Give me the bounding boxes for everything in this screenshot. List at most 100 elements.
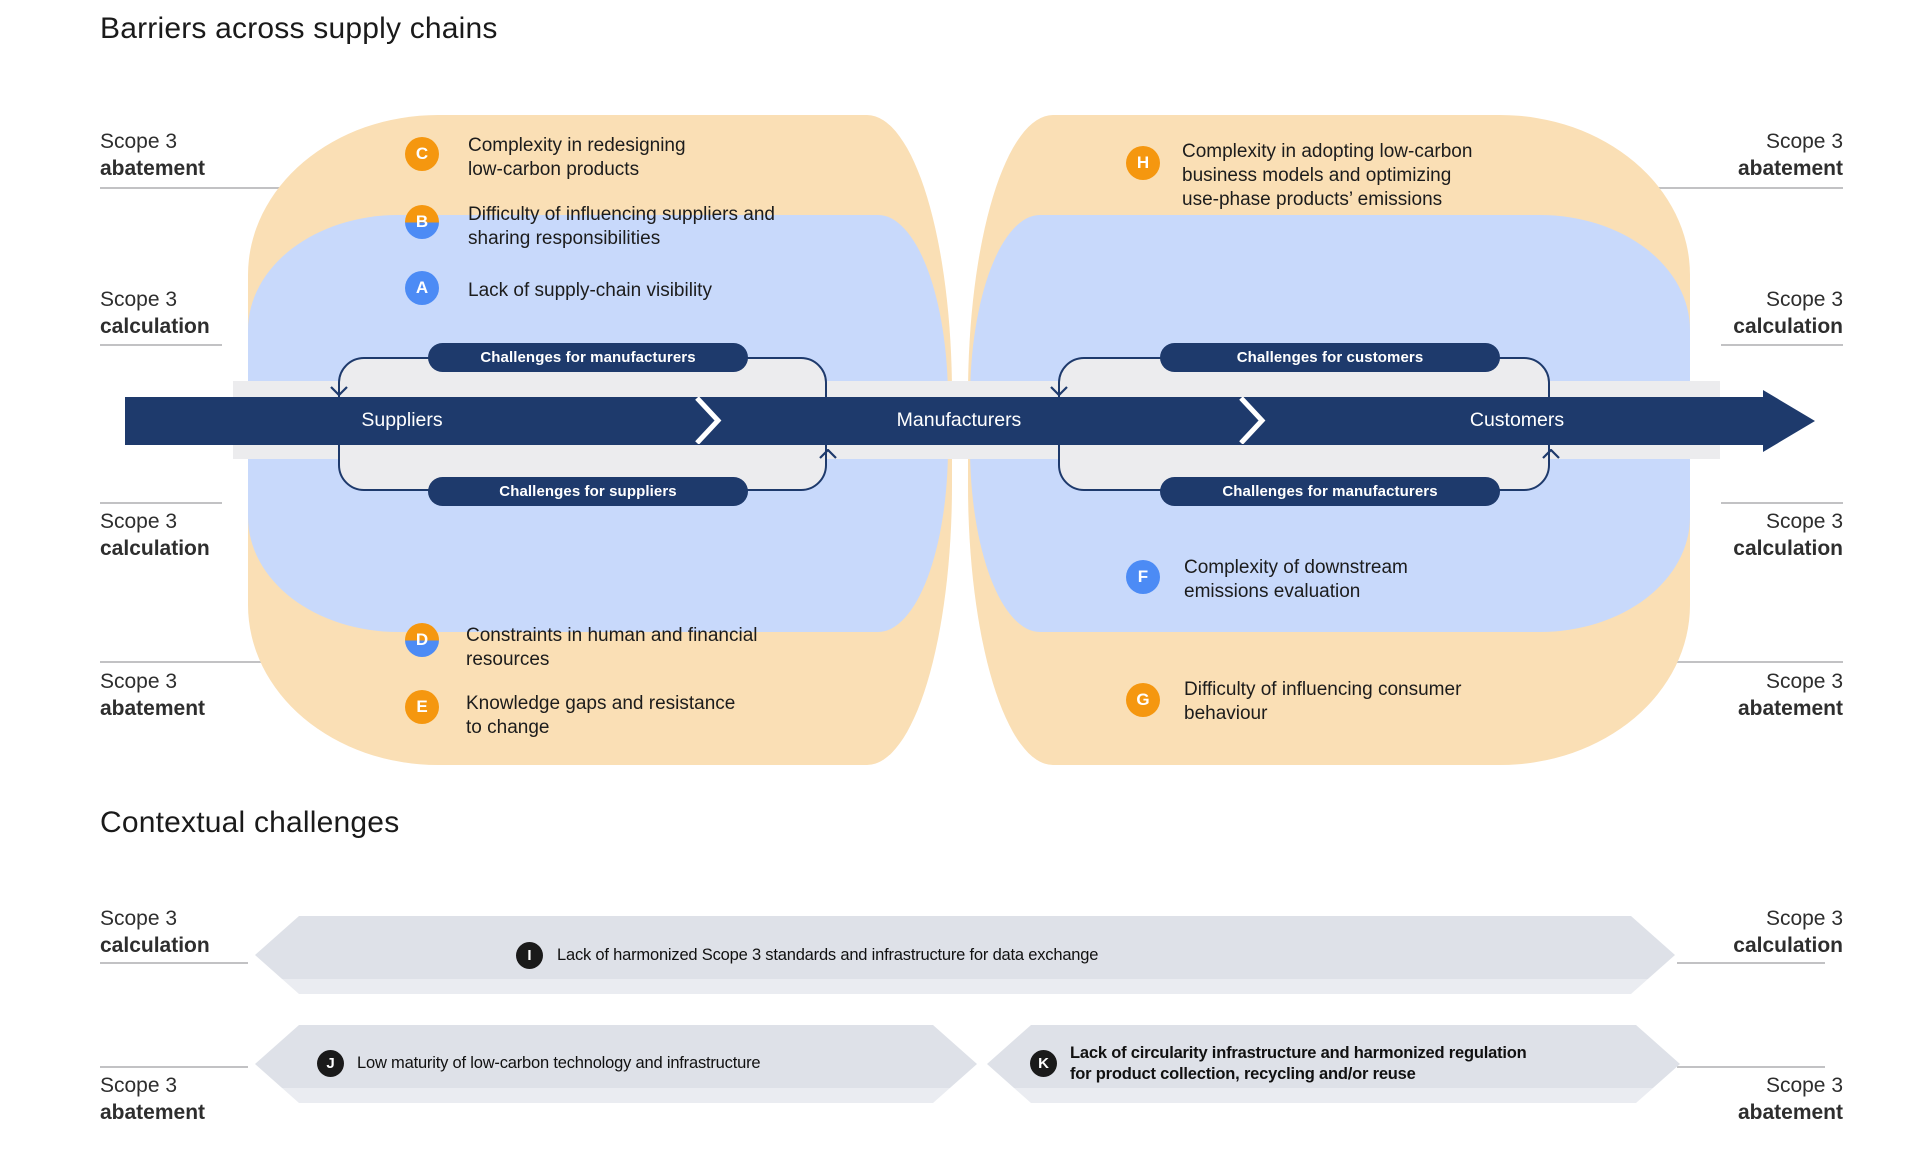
contextual-band-K — [987, 1025, 1680, 1103]
scope-line1: Scope 3 — [100, 288, 178, 311]
scope-rule — [100, 502, 222, 504]
chevron-separator-icon — [1239, 397, 1266, 444]
barrier-text-B: Difficulty of influencing suppliers and … — [468, 204, 775, 249]
barrier-text-H: Complexity in adopting low-carbon busine… — [1182, 141, 1473, 210]
scope-line1: Scope 3 — [100, 670, 178, 693]
barrier-text-F: Complexity of downstream emissions evalu… — [1184, 557, 1408, 602]
arrow-up-icon — [1542, 449, 1560, 459]
scope-line1: Scope 3 — [100, 907, 178, 930]
arrow-down-icon — [330, 386, 348, 396]
scope-rule — [100, 661, 330, 663]
scope-line1: Scope 3 — [1765, 907, 1843, 930]
scope-line1: Scope 3 — [1765, 288, 1843, 311]
scope-label-right-calculation-bottom: Scope 3 calculation — [1623, 508, 1843, 562]
pill-challenges-for-manufacturers-right: Challenges for manufacturers — [1160, 477, 1500, 506]
pill-challenges-for-suppliers: Challenges for suppliers — [428, 477, 748, 506]
barrier-marker-D: D — [405, 623, 439, 657]
pill-challenges-for-customers: Challenges for customers — [1160, 343, 1500, 372]
barrier-letter: C — [415, 144, 429, 163]
contextual-band-J — [255, 1025, 977, 1103]
barrier-text-D: Constraints in human and financial resou… — [466, 625, 758, 670]
scope-line1: Scope 3 — [1765, 510, 1843, 533]
scope-rule — [1721, 344, 1843, 346]
barrier-text-C: Complexity in redesigning low-carbon pro… — [468, 135, 686, 180]
contextual-marker-K: K — [1030, 1050, 1057, 1077]
scope-line2: calculation — [100, 934, 210, 957]
scope-line1: Scope 3 — [100, 130, 178, 153]
scope-rule — [100, 344, 222, 346]
contextual-text-K: Lack of circularity infrastructure and h… — [1070, 1044, 1527, 1083]
scope-rule — [100, 1066, 248, 1068]
scope-line2: calculation — [100, 537, 210, 560]
scope-rule — [1608, 187, 1843, 189]
barrier-letter: G — [1136, 690, 1150, 709]
barrier-text-G: Difficulty of influencing consumer behav… — [1184, 679, 1462, 724]
barrier-text-E: Knowledge gaps and resistance to change — [466, 693, 736, 738]
contextual-marker-I: I — [516, 942, 543, 969]
scope-line2: abatement — [1737, 157, 1843, 180]
barrier-letter: E — [416, 697, 428, 716]
contextual-text-I: Lack of harmonized Scope 3 standards and… — [557, 946, 1099, 964]
contextual-band-I — [255, 916, 1675, 994]
page-title: Barriers across supply chains — [100, 12, 498, 45]
barrier-letter: B — [415, 212, 429, 231]
ctx-scope-label-right-calculation: Scope 3 calculation — [1623, 905, 1843, 959]
scope-label-left-calculation-bottom: Scope 3 calculation — [100, 508, 210, 562]
contextual-title: Contextual challenges — [100, 806, 400, 839]
scope-line1: Scope 3 — [1765, 670, 1843, 693]
scope-line2: abatement — [1737, 697, 1843, 720]
scope-line1: Scope 3 — [1765, 1074, 1843, 1097]
scope-label-right-abatement-bottom: Scope 3 abatement — [1623, 668, 1843, 722]
scope-line1: Scope 3 — [1765, 130, 1843, 153]
barrier-text-A: Lack of supply-chain visibility — [468, 280, 712, 301]
scope-line1: Scope 3 — [100, 510, 178, 533]
scope-label-left-calculation-top: Scope 3 calculation — [100, 286, 210, 340]
scope-label-left-abatement-bottom: Scope 3 abatement — [100, 668, 205, 722]
contextual-letter: I — [527, 947, 532, 964]
barrier-marker-C: C — [405, 137, 439, 171]
scope-rule — [1721, 502, 1843, 504]
barrier-letter: F — [1137, 567, 1149, 586]
scope-line2: calculation — [1733, 315, 1843, 338]
arrow-up-icon — [819, 449, 837, 459]
barrier-marker-H: H — [1126, 146, 1160, 180]
barrier-letter: H — [1136, 153, 1150, 172]
scope-line2: calculation — [1733, 934, 1843, 957]
pill-challenges-for-manufacturers-left: Challenges for manufacturers — [428, 343, 748, 372]
contextual-text-J: Low maturity of low-carbon technology an… — [357, 1054, 761, 1072]
arrow-down-icon — [1050, 386, 1068, 396]
scope-line2: calculation — [100, 315, 210, 338]
barrier-marker-F: F — [1126, 560, 1160, 594]
barrier-marker-G: G — [1126, 683, 1160, 717]
barrier-marker-B: B — [405, 205, 439, 239]
scope-label-left-abatement-top: Scope 3 abatement — [100, 128, 205, 182]
barrier-letter: D — [415, 630, 429, 649]
scope-rule — [1608, 661, 1843, 663]
contextual-letter: J — [326, 1055, 335, 1072]
chevron-separator-icon — [695, 397, 722, 444]
scope-rule — [1677, 1066, 1825, 1068]
scope-line1: Scope 3 — [100, 1074, 178, 1097]
barrier-marker-E: E — [405, 690, 439, 724]
barrier-marker-A: A — [405, 271, 439, 305]
scope-line2: abatement — [100, 1101, 206, 1124]
scope-label-right-calculation-top: Scope 3 calculation — [1623, 286, 1843, 340]
scope-rule — [100, 187, 330, 189]
scope-label-right-abatement-top: Scope 3 abatement — [1623, 128, 1843, 182]
scope-line2: abatement — [100, 697, 206, 720]
segment-manufacturers: Manufacturers — [896, 409, 1022, 431]
contextual-letter: K — [1038, 1055, 1049, 1072]
contextual-marker-J: J — [317, 1050, 344, 1077]
ctx-scope-label-left-abatement: Scope 3 abatement — [100, 1072, 205, 1126]
scope-rule — [100, 962, 248, 964]
supply-chain-arrow: Suppliers Manufacturers Customers — [125, 390, 1815, 452]
segment-customers: Customers — [1469, 409, 1565, 431]
barrier-letter: A — [415, 278, 429, 297]
scope-line2: calculation — [1733, 537, 1843, 560]
segment-suppliers: Suppliers — [361, 409, 443, 431]
scope-line2: abatement — [1737, 1101, 1843, 1124]
ctx-scope-label-left-calculation: Scope 3 calculation — [100, 905, 210, 959]
scope-rule — [1677, 962, 1825, 964]
scope-line2: abatement — [100, 157, 206, 180]
